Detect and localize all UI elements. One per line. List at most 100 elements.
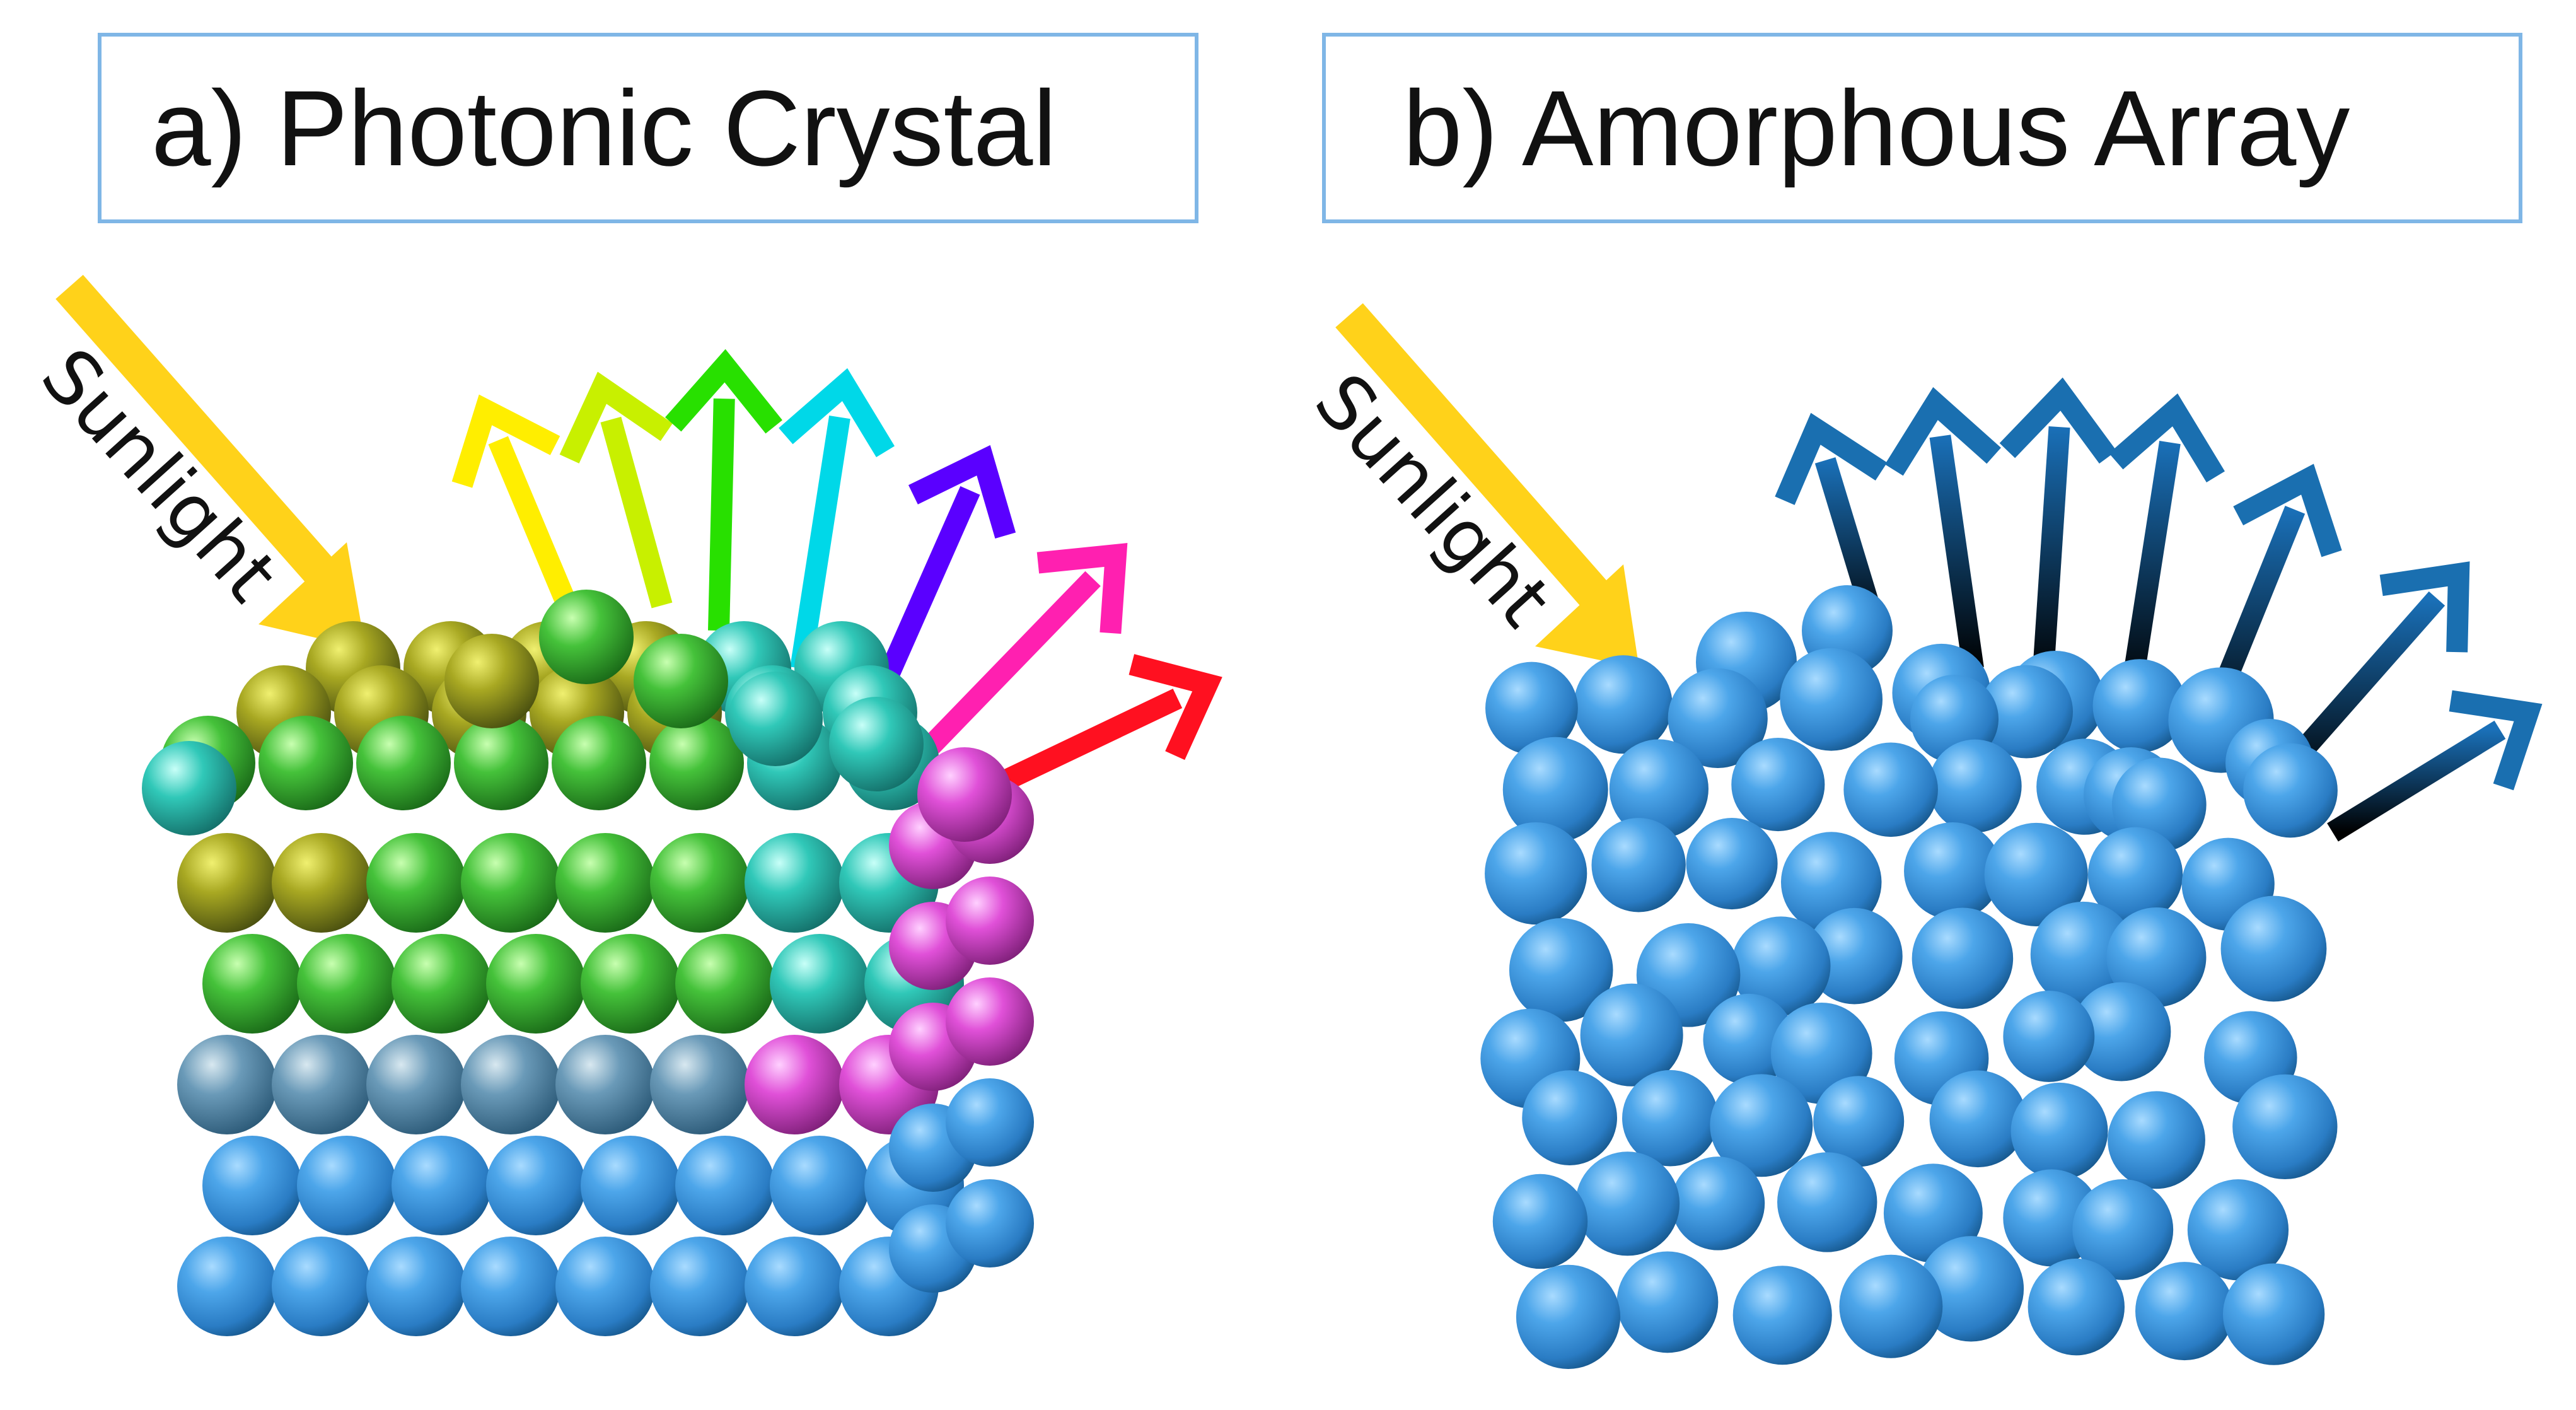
sphere <box>650 1237 750 1336</box>
sphere <box>1622 1069 1719 1167</box>
reflected-arrow-icon <box>451 394 577 610</box>
sphere <box>461 833 560 933</box>
sphere <box>1591 818 1686 912</box>
sphere <box>1980 665 2074 759</box>
sunlight-arrow-icon <box>55 274 366 650</box>
sphere <box>1732 1266 1832 1365</box>
sphere <box>2092 659 2186 753</box>
sphere <box>297 934 397 1034</box>
sphere <box>202 1136 302 1235</box>
panel-a-title-box: a) Photonic Crystal <box>98 33 1198 223</box>
reflected-arrow-icon <box>2327 690 2543 842</box>
sphere <box>581 1136 680 1235</box>
sphere <box>1912 907 2014 1009</box>
sphere <box>356 716 451 810</box>
reflected-arrow-icon <box>665 349 782 631</box>
sphere <box>2028 1258 2125 1356</box>
sphere <box>946 977 1034 1066</box>
sphere <box>2108 1091 2205 1189</box>
sphere <box>2187 1179 2289 1281</box>
sphere <box>272 833 371 933</box>
crystal-reflected-arrows <box>451 349 1222 792</box>
sphere <box>2010 1082 2108 1180</box>
photonic-crystal-spheres <box>142 590 1034 1336</box>
sphere <box>1492 1174 1588 1269</box>
sphere <box>2232 1074 2338 1180</box>
sphere <box>829 697 924 791</box>
sphere <box>2087 827 2183 923</box>
sphere <box>1609 739 1709 839</box>
sphere <box>177 833 277 933</box>
sphere <box>202 934 302 1034</box>
sphere <box>539 590 634 684</box>
sphere <box>2220 895 2327 1002</box>
sphere <box>946 1078 1034 1167</box>
sphere <box>1668 668 1768 769</box>
sphere <box>1928 739 2022 833</box>
sphere <box>675 934 775 1034</box>
reflected-arrow-icon <box>779 368 895 670</box>
sphere <box>1929 1070 2027 1168</box>
sphere <box>917 747 1012 842</box>
sphere <box>1813 1076 1905 1167</box>
sphere <box>770 934 869 1034</box>
sphere <box>2243 743 2338 838</box>
sphere <box>555 1237 655 1336</box>
sphere <box>650 1035 750 1134</box>
sphere <box>2030 901 2136 1007</box>
sphere <box>1686 817 1778 910</box>
sphere <box>258 716 353 810</box>
sphere <box>1780 648 1883 751</box>
sphere <box>634 634 728 728</box>
sphere <box>486 934 586 1034</box>
sphere <box>2003 990 2095 1082</box>
sphere <box>366 1035 466 1134</box>
sphere <box>649 716 744 810</box>
sphere <box>142 741 236 836</box>
sphere <box>1616 1251 1719 1353</box>
sphere <box>454 716 548 810</box>
reflected-arrow-icon <box>997 654 1222 792</box>
sphere <box>1485 661 1578 755</box>
sphere <box>486 1136 586 1235</box>
sphere <box>1671 1157 1765 1250</box>
sphere <box>1731 916 1831 1016</box>
sphere <box>770 1136 869 1235</box>
amorphous-array-spheres <box>1480 585 2338 1369</box>
sphere <box>366 833 466 933</box>
sphere <box>581 934 680 1034</box>
sphere <box>2072 1179 2174 1280</box>
sphere <box>366 1237 466 1336</box>
sphere <box>745 1035 844 1134</box>
sphere <box>392 1136 491 1235</box>
sphere <box>1485 822 1587 925</box>
sphere <box>1516 1264 1621 1369</box>
sphere <box>1509 918 1613 1022</box>
sphere <box>1780 832 1882 933</box>
sphere <box>1574 655 1673 754</box>
sphere <box>555 1035 655 1134</box>
sphere <box>1575 1151 1680 1256</box>
sphere <box>1806 907 1903 1005</box>
sphere <box>555 833 655 933</box>
reflected-arrow-icon <box>2109 393 2225 696</box>
sphere <box>650 833 750 933</box>
sphere <box>1777 1152 1877 1252</box>
panel-a-title: a) Photonic Crystal <box>151 69 1057 189</box>
reflected-arrow-icon <box>912 543 1128 764</box>
sphere <box>675 1136 775 1235</box>
sphere <box>1731 737 1825 832</box>
sphere <box>2222 1263 2325 1365</box>
sphere <box>1710 1074 1813 1177</box>
reflected-arrow-icon <box>1884 387 2001 670</box>
sphere <box>177 1035 277 1134</box>
sphere <box>1984 822 2088 927</box>
reflected-arrow-icon <box>559 371 673 609</box>
sphere <box>444 634 539 728</box>
panel-b-title: b) Amorphous Array <box>1403 69 2350 189</box>
sphere <box>1703 993 1795 1085</box>
sphere <box>297 1136 397 1235</box>
sphere <box>2135 1262 2234 1361</box>
sphere <box>946 877 1034 965</box>
